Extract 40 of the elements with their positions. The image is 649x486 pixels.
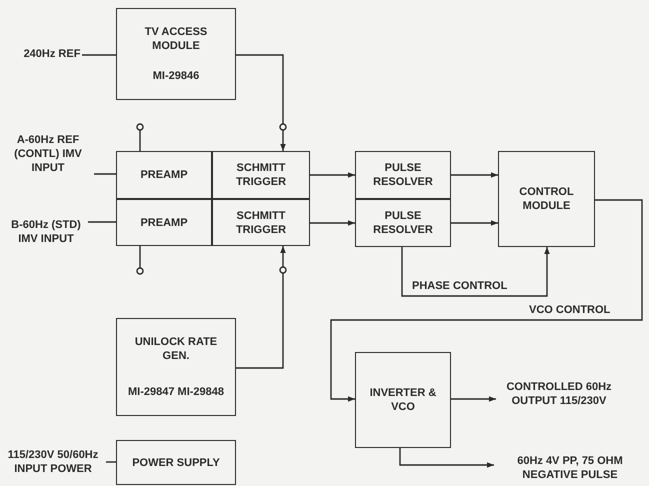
block-label: INVERTER & VCO [368, 386, 438, 414]
block-label: SCHMITT TRIGGER [234, 208, 288, 236]
connector-arrow [310, 220, 355, 226]
block-box [355, 199, 451, 247]
block-label: SCHMITT TRIGGER [234, 161, 288, 189]
connector-arrow [310, 172, 355, 178]
block-label: POWER SUPPLY [132, 456, 220, 470]
block-label: PULSE RESOLVER [372, 161, 434, 189]
connector-arrow [401, 247, 550, 297]
signal-label: A-60Hz REF (CONTL) IMV INPUT [13, 133, 83, 175]
block-label: PREAMP [140, 216, 188, 230]
signal-label: CONTROLLED 60Hz OUTPUT 115/230V [505, 380, 613, 408]
block-box [355, 352, 451, 448]
block-box [212, 199, 310, 246]
signal-label: B-60Hz (STD) IMV INPUT [10, 218, 82, 246]
block-box [498, 151, 595, 247]
connector-arrow [451, 172, 498, 178]
signal-label: 240Hz REF [24, 47, 80, 61]
signal-label: 60Hz 4V PP, 75 OHM NEGATIVE PULSE [516, 454, 624, 482]
block-label: UNILOCK RATE GEN. [134, 335, 218, 363]
block-label: PREAMP [140, 168, 188, 182]
connector-arrow [451, 396, 496, 402]
connector-arrow [399, 448, 494, 468]
signal-label: 115/230V 50/60Hz INPUT POWER [6, 448, 100, 476]
block-box [116, 199, 212, 246]
block-box [116, 440, 236, 485]
block-label: CONTROL MODULE [518, 185, 575, 213]
block-box [116, 151, 212, 199]
block-box [116, 8, 236, 100]
block-label: PULSE RESOLVER [372, 209, 434, 237]
connector-arrow [236, 246, 286, 369]
block-label: TV ACCESS MODULE [144, 25, 208, 53]
connector-arrow [451, 220, 498, 226]
block-box [116, 318, 236, 416]
block-box [212, 151, 310, 199]
block-box [355, 151, 451, 199]
model-number: MI-29846 [152, 69, 200, 83]
connector-arrow [236, 54, 286, 151]
model-number: MI-29847 MI-29848 [128, 385, 224, 399]
connector-arrow [330, 199, 643, 402]
